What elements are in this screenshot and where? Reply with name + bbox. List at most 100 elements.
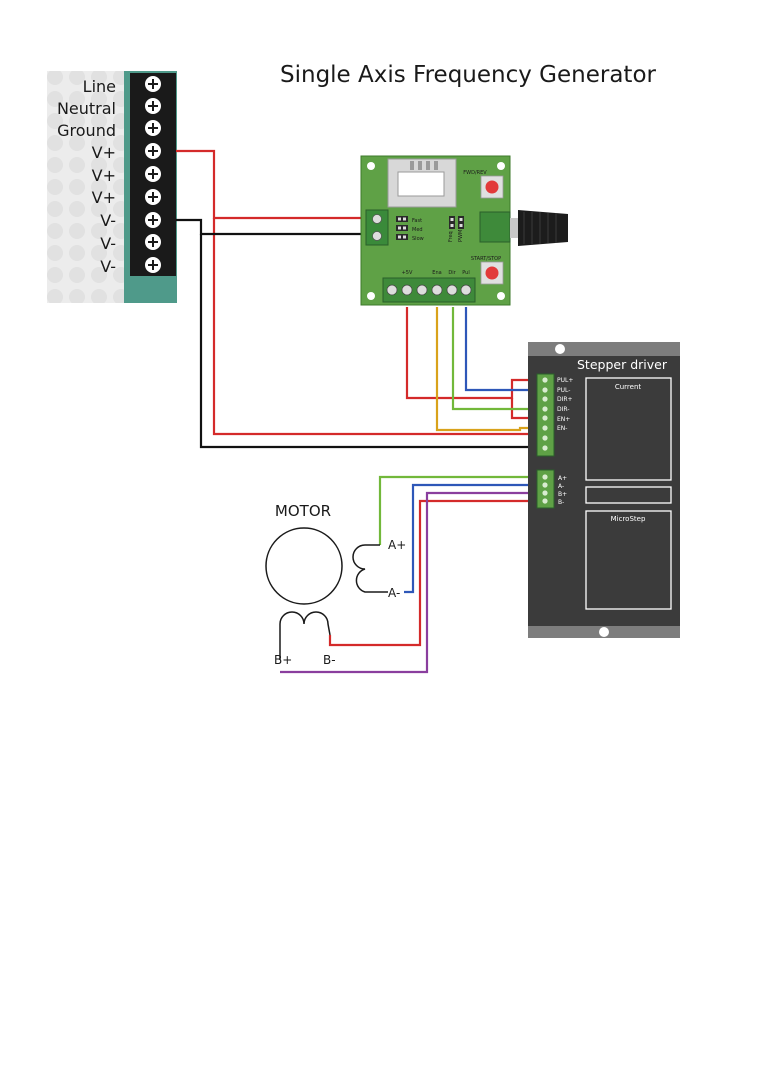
mode-label-freq: Freq <box>448 231 454 242</box>
current-label: Current <box>615 383 642 391</box>
terminal-label-vplus-3: V+ <box>92 188 116 207</box>
motor-label: MOTOR <box>275 502 331 520</box>
start-stop-button-cap[interactable] <box>485 266 499 280</box>
terminal-pin <box>542 387 548 393</box>
frequency-generator-board: FWD/REV Fast Med Slow Freq PWM <box>360 155 568 306</box>
pin-label-pul-plus: PUL+ <box>557 377 573 384</box>
driver-mount-hole <box>599 627 609 637</box>
motor-coil-b <box>279 611 331 660</box>
terminal-pin <box>542 406 548 412</box>
wire-motor-a-plus <box>378 475 537 545</box>
terminal-label-vminus-2: V- <box>100 234 116 253</box>
wire-power-vminus-to-driver <box>199 234 528 449</box>
wire-pul-to-driver <box>464 307 537 392</box>
mode-label-pwm: PWM <box>458 230 464 242</box>
board-mount-hole <box>497 162 505 170</box>
terminal-label-dir: Dir <box>448 270 456 276</box>
coil-label-a-plus: A+ <box>388 538 406 552</box>
wire-motor-a-minus <box>404 483 537 594</box>
wire-dir-to-driver <box>451 307 537 411</box>
fwd-rev-button-cap[interactable] <box>485 180 499 194</box>
board-power-terminal <box>365 209 389 246</box>
terminal-pin <box>542 498 548 504</box>
pin-label-dir-minus: DIR- <box>557 406 569 413</box>
board-display-pin <box>410 161 414 170</box>
terminal-pin <box>542 396 548 402</box>
terminal-label-line: Line <box>83 77 116 96</box>
potentiometer-base <box>479 211 511 243</box>
motor-coil-a <box>352 544 388 593</box>
pin-label-a-plus: A+ <box>558 475 567 482</box>
speed-label-fast: Fast <box>412 218 422 224</box>
coil-label-b-minus: B- <box>323 653 336 667</box>
terminal-screws <box>145 76 161 273</box>
terminal-screw-icon <box>431 284 443 296</box>
fwd-rev-label: FWD/REV <box>463 170 487 176</box>
terminal-label-ground: Ground <box>57 121 116 140</box>
motor: MOTOR A+ A- B+ B- <box>265 502 406 667</box>
driver-title: Stepper driver <box>577 357 668 372</box>
terminal-screw-icon <box>446 284 458 296</box>
terminal-screw-icon <box>416 284 428 296</box>
pin-label-dir-plus: DIR+ <box>557 396 573 403</box>
potentiometer-shaft <box>510 218 518 238</box>
board-output-terminal <box>382 277 476 303</box>
terminal-pin <box>542 445 548 451</box>
wire-motor-b-minus <box>328 499 537 647</box>
terminal-pin <box>542 435 548 441</box>
terminal-label-pul: Pul <box>462 270 470 276</box>
power-supply: Line Neutral Ground V+ V+ V+ V- V- V- <box>47 71 177 303</box>
wire-5v-to-driver <box>405 307 537 400</box>
terminal-label-vplus-1: V+ <box>92 143 116 162</box>
terminal-label-vminus-3: V- <box>100 257 116 276</box>
terminal-pin <box>542 474 548 480</box>
terminal-screw-icon <box>386 284 398 296</box>
stepper-driver: Stepper driver Current MicroStep PUL+ PU… <box>528 342 680 638</box>
terminal-pin <box>542 415 548 421</box>
terminal-pin <box>542 490 548 496</box>
terminal-label-neutral: Neutral <box>57 99 116 118</box>
board-mount-hole <box>367 292 375 300</box>
wire-ena-to-driver <box>435 307 537 432</box>
microstep-panel <box>585 510 672 610</box>
terminal-pin <box>542 482 548 488</box>
microstep-label: MicroStep <box>611 515 646 523</box>
wires <box>176 149 537 674</box>
terminal-screw-icon <box>460 284 472 296</box>
speed-label-slow: Slow <box>412 236 424 242</box>
terminal-label-5v: +5V <box>402 270 413 276</box>
pin-label-b-minus: B- <box>558 499 564 506</box>
power-terminal-screw <box>372 214 382 224</box>
board-mount-hole <box>497 292 505 300</box>
driver-motor-terminal <box>536 469 555 509</box>
wire-power-vplus-to-board <box>176 149 368 220</box>
mode-jumpers <box>449 216 464 229</box>
wire-motor-b-plus <box>280 491 537 674</box>
driver-status-panel <box>585 486 672 504</box>
terminal-screw-icon <box>401 284 413 296</box>
wire-power-vminus-to-board <box>176 218 368 236</box>
motor-terminal-pins <box>542 474 548 504</box>
power-supply-vent-grille <box>47 71 128 303</box>
start-stop-label: START/STOP <box>471 256 501 262</box>
driver-mount-hole <box>555 344 565 354</box>
wire-power-vplus-to-driver <box>212 218 528 436</box>
terminal-pin <box>542 425 548 431</box>
speed-jumpers <box>396 216 408 240</box>
motor-body <box>265 527 343 605</box>
coil-label-a-minus: A- <box>388 586 400 600</box>
current-panel <box>585 377 672 481</box>
output-terminal-screws <box>386 284 472 296</box>
coil-label-b-plus: B+ <box>274 653 292 667</box>
driver-top-flange <box>528 342 680 356</box>
pin-label-en-plus: EN+ <box>557 416 570 423</box>
terminal-pin <box>542 377 548 383</box>
driver-signal-terminal <box>536 373 555 457</box>
speed-label-med: Med <box>412 227 423 233</box>
potentiometer-knob[interactable] <box>518 210 568 246</box>
power-terminal-screw <box>372 231 382 241</box>
terminal-label-vplus-2: V+ <box>92 166 116 185</box>
board-display-pin <box>434 161 438 170</box>
diagram-title: Single Axis Frequency Generator <box>280 62 657 88</box>
